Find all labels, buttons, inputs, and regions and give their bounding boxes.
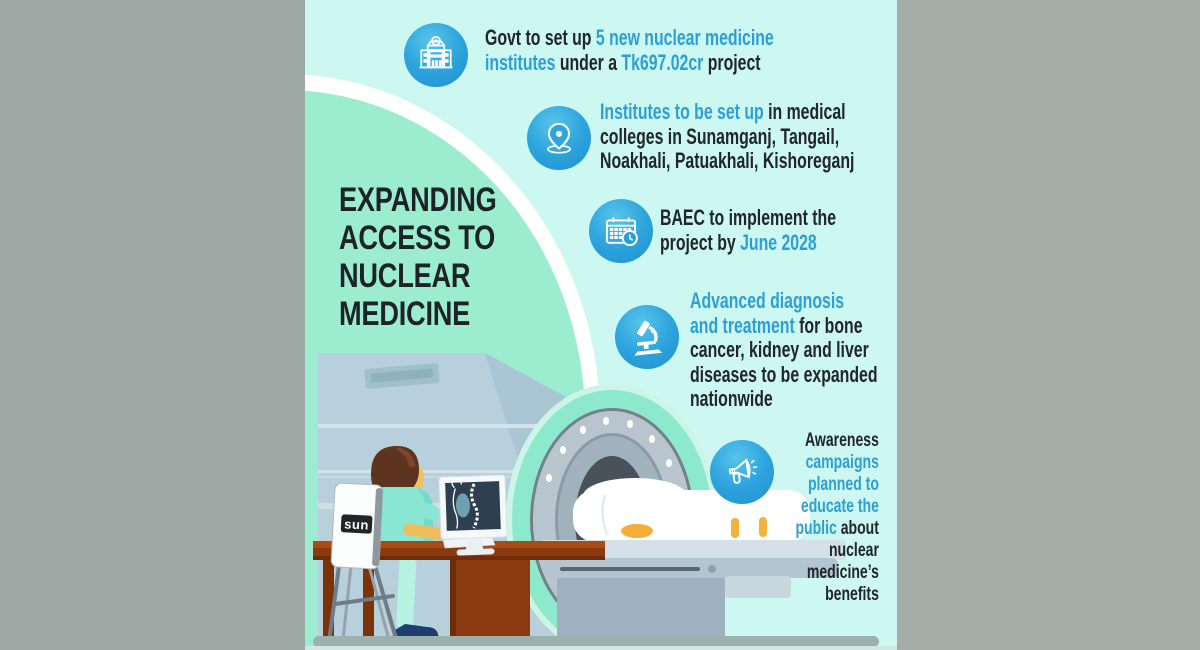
bullet-line: and treatment for bone	[690, 312, 863, 338]
location-pin-icon	[527, 106, 591, 170]
right-gray-margin	[897, 0, 1200, 650]
monitor-screen	[445, 481, 501, 531]
bullet-line: BAEC to implement the	[660, 205, 837, 230]
bullet-line: Govt to set up 5 new nuclear medicine	[485, 25, 774, 50]
bullet-line: public about	[795, 517, 879, 539]
bullet-line: cancer, kidney and liver	[690, 337, 869, 362]
bullet-line: planned to	[808, 473, 879, 495]
title-line: EXPANDING	[339, 181, 497, 219]
vent-slot	[364, 363, 440, 389]
bullet-line: Awareness	[805, 429, 879, 451]
patient-bed	[540, 478, 846, 638]
bullet-line: diseases to be expanded	[690, 361, 878, 387]
sun-logo-plate	[340, 514, 373, 534]
floor	[305, 636, 897, 650]
title-line: MEDICINE	[339, 295, 471, 333]
left-gray-margin	[0, 0, 305, 650]
scrub-pants	[396, 556, 417, 631]
bullet-line: nationwide	[690, 386, 773, 411]
bullet-line: benefits	[825, 583, 879, 605]
nuclear-medicine-illustration: sun	[305, 74, 897, 650]
bullet-line: nuclear	[829, 539, 879, 561]
bullet-line: colleges in Sunamganj, Tangail,	[600, 123, 840, 149]
monitor	[438, 474, 508, 556]
bullet-line: educate the	[800, 495, 879, 517]
microscope-icon	[615, 305, 679, 369]
doctor-arm	[403, 523, 449, 541]
bullet-line: institutes under a Tk697.02cr project	[485, 49, 761, 75]
spine-scan	[470, 483, 479, 529]
title-line: NUCLEAR	[339, 257, 471, 295]
bullet-line: Institutes to be set up in medical	[600, 99, 846, 124]
bullet-line: project by June 2028	[660, 229, 817, 255]
chair: sun	[327, 482, 399, 644]
bullet-line: campaigns	[805, 451, 879, 473]
patient-feet	[727, 503, 776, 543]
chair-logo-text: sun	[344, 516, 369, 532]
title-line: ACCESS TO	[339, 219, 496, 257]
hospital-icon	[404, 23, 468, 87]
bullet-line: Noakhali, Patuakhali, Kishoreganj	[600, 148, 855, 173]
bullet-line: Advanced diagnosis	[690, 288, 845, 313]
bullet-line: medicine’s	[806, 561, 879, 583]
calendar-clock-icon	[589, 199, 653, 263]
megaphone-icon	[710, 440, 774, 504]
